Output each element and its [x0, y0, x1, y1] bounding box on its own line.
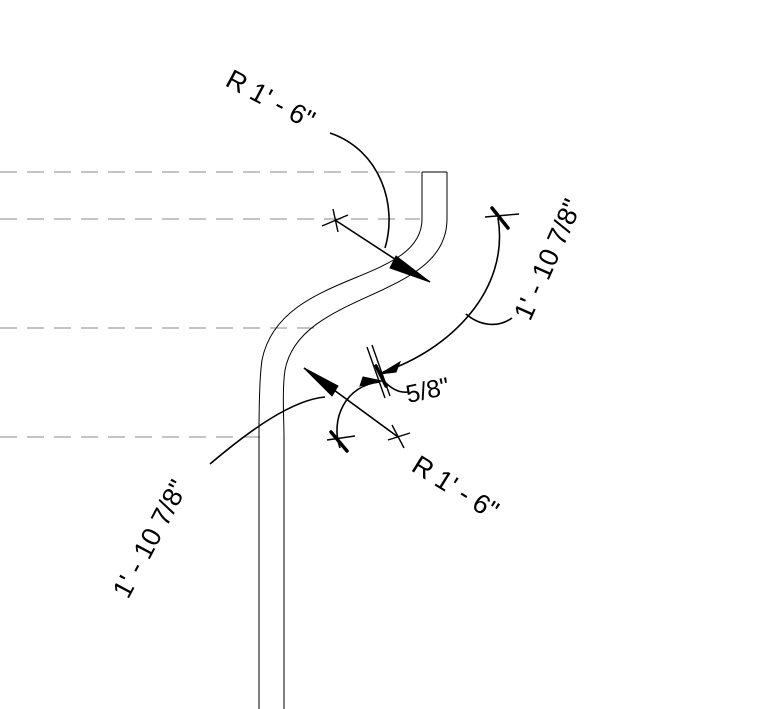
radius-center-tick-top-b: [332, 208, 339, 233]
reference-lines: [0, 171, 420, 438]
radius-label-bottom: R 1' - 6": [407, 450, 504, 526]
radius-dimension-top: R 1' - 6": [221, 64, 431, 283]
arc-length-dimension-left: 1' - 10 7/8": [107, 376, 383, 603]
offset-tick-b: [371, 344, 391, 397]
arc-length-label-left: 1' - 10 7/8": [107, 475, 194, 603]
radius-label-top: R 1' - 6": [221, 64, 320, 135]
radius-leader-top: [329, 132, 390, 249]
arc-arrowhead-left: [359, 376, 383, 387]
pipe-outline: [258, 171, 448, 709]
arc-length-line-right: [382, 217, 501, 373]
radius-arrowhead-bottom: [303, 367, 339, 397]
radius-center-tick-bottom-b: [387, 432, 411, 441]
offset-tick-a: [366, 346, 386, 399]
arc-tick-left-bottom: [329, 430, 349, 453]
offset-label: 5/8": [403, 372, 452, 408]
offset-tick-heavy: [374, 364, 388, 388]
arc-tick-right-top: [490, 206, 510, 230]
pipe-inner-edge: [258, 172, 423, 709]
offset-dimension: 5/8": [366, 344, 452, 409]
arc-length-leader-left: [209, 396, 326, 465]
arc-tick-left-bottom-ext: [326, 435, 356, 441]
pipe-outer-edge: [282, 172, 448, 709]
arc-tick-right-top-ext: [484, 213, 520, 218]
arc-length-leader-right: [465, 313, 513, 326]
arc-length-dimension-right: 1' - 10 7/8": [379, 195, 588, 375]
offset-leader: [382, 379, 409, 393]
arc-length-label-right: 1' - 10 7/8": [508, 195, 588, 325]
radius-arrowhead-top: [389, 255, 431, 283]
arc-arrowhead-right: [379, 360, 402, 375]
